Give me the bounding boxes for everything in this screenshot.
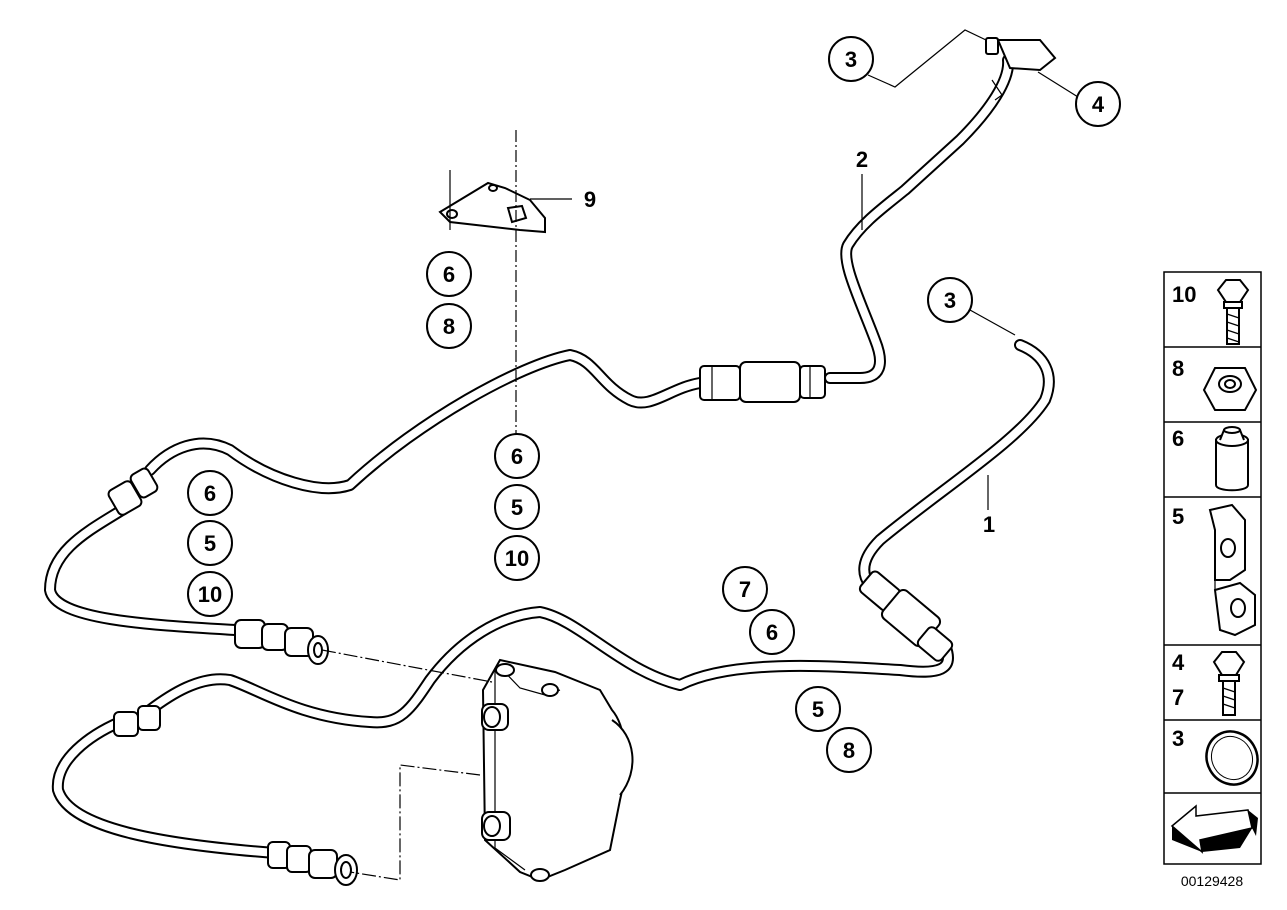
callout-3-top[interactable]: 3 <box>828 36 874 82</box>
svg-text:10: 10 <box>1172 282 1196 307</box>
svg-text:4: 4 <box>1172 650 1185 675</box>
leader-lines <box>321 29 1079 881</box>
bolt-icon <box>1216 279 1250 345</box>
hose-lower-long[interactable] <box>144 606 954 729</box>
callout-10-left[interactable]: 10 <box>187 571 233 617</box>
callout-10-center[interactable]: 10 <box>494 535 540 581</box>
svg-text:8: 8 <box>443 314 455 339</box>
hose-1[interactable] <box>858 339 1055 591</box>
svg-text:6: 6 <box>1172 426 1184 451</box>
svg-text:5: 5 <box>511 495 523 520</box>
fitting-lower-coupling[interactable] <box>113 705 161 737</box>
legend-item-5[interactable]: 5 <box>1172 503 1256 637</box>
legend-nav-arrow[interactable] <box>1170 804 1258 854</box>
svg-text:7: 7 <box>1172 685 1184 710</box>
callout-3-mid[interactable]: 3 <box>927 277 973 323</box>
callout-5-right[interactable]: 5 <box>795 686 841 732</box>
callout-7[interactable]: 7 <box>722 566 768 612</box>
callout-6-center[interactable]: 6 <box>494 433 540 479</box>
svg-text:7: 7 <box>739 577 751 602</box>
nut-icon <box>1202 367 1258 411</box>
svg-text:3: 3 <box>1172 726 1184 751</box>
legend-item-8[interactable]: 8 <box>1172 356 1258 411</box>
fitting-top-connector[interactable] <box>985 37 1057 101</box>
legend-item-4-7[interactable]: 4 7 <box>1172 650 1246 716</box>
svg-text:8: 8 <box>1172 356 1184 381</box>
svg-text:10: 10 <box>505 546 529 571</box>
svg-text:6: 6 <box>443 262 455 287</box>
svg-text:8: 8 <box>843 738 855 763</box>
legend-item-10[interactable]: 10 <box>1172 279 1250 345</box>
svg-text:4: 4 <box>1092 92 1105 117</box>
svg-text:6: 6 <box>511 444 523 469</box>
svg-text:10: 10 <box>198 582 222 607</box>
legend-item-3[interactable]: 3 <box>1172 722 1267 794</box>
callout-4[interactable]: 4 <box>1075 81 1121 127</box>
callout-6-right[interactable]: 6 <box>749 609 795 655</box>
bolt-icon <box>1212 651 1246 716</box>
svg-text:6: 6 <box>204 481 216 506</box>
svg-text:5: 5 <box>1172 504 1184 529</box>
clip-icon <box>1208 503 1256 637</box>
svg-text:3: 3 <box>845 47 857 72</box>
svg-text:5: 5 <box>812 697 824 722</box>
label-1[interactable]: 1 <box>983 512 995 537</box>
svg-text:5: 5 <box>204 531 216 556</box>
fitting-hose1-sleeve[interactable] <box>858 569 954 662</box>
bracket-9[interactable] <box>438 181 546 234</box>
diagram-id: 00129428 <box>1181 873 1244 889</box>
callout-5-center[interactable]: 5 <box>494 484 540 530</box>
callout-6-left[interactable]: 6 <box>187 470 233 516</box>
hose-2[interactable] <box>824 54 1015 384</box>
fitting-left-coupling-upper[interactable] <box>107 467 159 517</box>
legend-item-6[interactable]: 6 <box>1172 426 1249 492</box>
svg-text:6: 6 <box>766 620 778 645</box>
sleeve-icon <box>1215 426 1249 492</box>
o-ring-icon <box>1205 730 1259 786</box>
fitting-cooler-outlet-connector[interactable] <box>267 841 358 886</box>
hose-left-loop[interactable] <box>44 504 241 636</box>
label-2[interactable]: 2 <box>856 147 868 172</box>
callout-5-left[interactable]: 5 <box>187 520 233 566</box>
callout-6-bracket[interactable]: 6 <box>426 251 472 297</box>
arrow-left-icon <box>1170 804 1258 854</box>
hose-upper-long[interactable] <box>144 349 706 494</box>
label-9[interactable]: 9 <box>584 187 596 212</box>
hose-lower-loop[interactable] <box>51 716 281 859</box>
callout-8-bracket[interactable]: 8 <box>426 303 472 349</box>
oil-cooler-unit[interactable] <box>481 658 634 882</box>
callout-8-right[interactable]: 8 <box>826 727 872 773</box>
fitting-upper-sleeve[interactable] <box>699 361 826 403</box>
fitting-cooler-inlet-connector[interactable] <box>234 619 329 665</box>
svg-text:3: 3 <box>944 288 956 313</box>
